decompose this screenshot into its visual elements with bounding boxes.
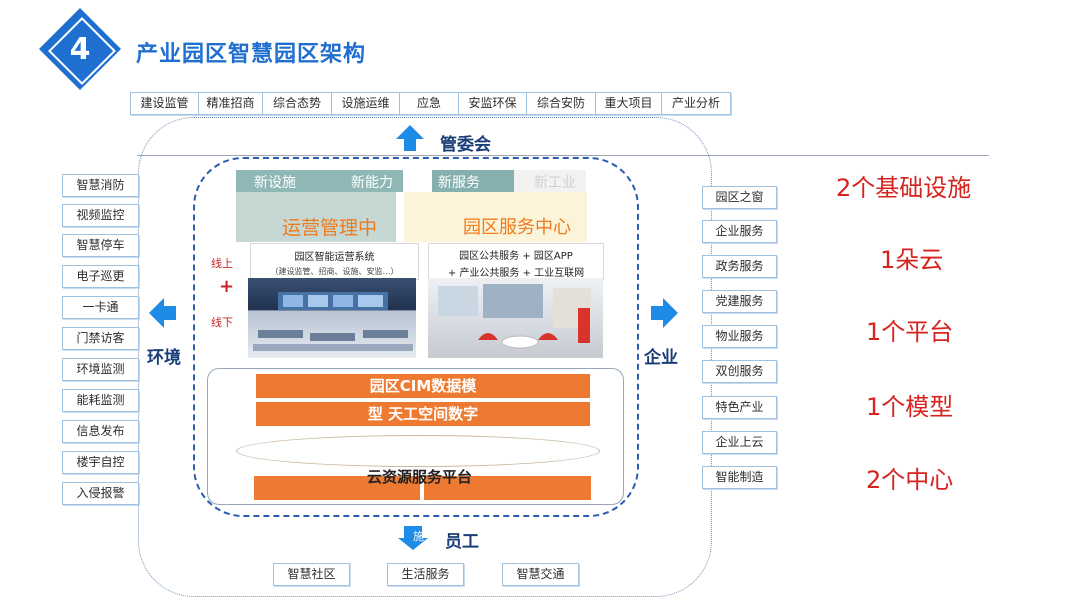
left-tag: 入侵报警	[62, 482, 139, 505]
summary-infrastructure: 2个基础设施	[836, 168, 971, 203]
online-label: 线上	[211, 255, 233, 271]
svc-line-2: + 产业公共服务 + 工业互联网	[429, 264, 603, 279]
left-tag: 智慧消防	[62, 174, 139, 197]
label-environment: 环境	[147, 343, 181, 368]
service-hall-image	[428, 278, 603, 358]
top-tag: 综合态势	[262, 92, 332, 115]
arrow-down-char: 施	[413, 528, 424, 544]
top-tag: 建设监管	[130, 92, 199, 115]
summary-model: 1个模型	[866, 387, 953, 422]
left-tag: 能耗监测	[62, 389, 139, 412]
summary-cloud: 1朵云	[880, 240, 943, 275]
page-title: 产业园区智慧园区架构	[136, 36, 366, 68]
left-tag: 电子巡更	[62, 265, 139, 288]
top-tag: 综合安防	[526, 92, 596, 115]
top-tag: 设施运维	[331, 92, 400, 115]
right-tag: 企业上云	[702, 431, 777, 454]
cim-bar-1: 园区CIM数据模	[256, 374, 590, 398]
label-staff: 员工	[445, 527, 479, 552]
left-tag: 门禁访客	[62, 327, 139, 350]
ops-system-sub: （建设监管、招商、设施、安监…）	[251, 266, 418, 277]
left-tag: 视频监控	[62, 204, 139, 227]
control-room-image	[248, 278, 416, 358]
right-tag: 双创服务	[702, 360, 777, 383]
arrow-left-stem	[164, 306, 176, 320]
right-tag: 政务服务	[702, 255, 777, 278]
section-number: 4	[50, 28, 110, 72]
right-tag: 园区之窗	[702, 186, 777, 209]
ops-system-title: 园区智能运营系统	[251, 248, 418, 263]
left-tag: 信息发布	[62, 420, 139, 443]
right-tag: 企业服务	[702, 220, 777, 243]
left-tag: 楼宇自控	[62, 451, 139, 474]
svc-line-1: 园区公共服务 + 园区APP	[429, 247, 603, 262]
arrow-right-stem	[651, 306, 663, 320]
left-tag: 环境监测	[62, 358, 139, 381]
svc-system-box: 园区公共服务 + 园区APP + 产业公共服务 + 工业互联网	[428, 243, 604, 280]
ops-center-title: 运营管理中	[282, 213, 377, 240]
label-enterprise: 企业	[644, 343, 678, 368]
summary-platform: 1个平台	[866, 312, 953, 347]
cim-bar-2: 型 天工空间数字	[256, 402, 590, 426]
left-tag: 一卡通	[62, 296, 139, 319]
summary-centers: 2个中心	[866, 460, 953, 495]
top-tag: 安监环保	[458, 92, 527, 115]
left-tag: 智慧停车	[62, 234, 139, 257]
arrow-left-icon	[149, 298, 164, 328]
service-hall-illustration	[428, 278, 603, 358]
arrow-up-stem	[404, 139, 416, 151]
top-tag: 精准招商	[198, 92, 263, 115]
svc-center-title: 园区服务中心	[463, 213, 571, 239]
label-management: 管委会	[440, 130, 491, 155]
cloud-platform-label: 云资源服务平台	[367, 466, 472, 487]
right-tag: 物业服务	[702, 325, 777, 348]
ops-system-box: 园区智能运营系统 （建设监管、招商、设施、安监…）	[250, 243, 419, 280]
cloud-shape	[236, 435, 600, 467]
top-service-row: 建设监管 精准招商 综合态势 设施运维 应急 安监环保 综合安防 重大项目 产业…	[130, 92, 730, 115]
right-tag: 智能制造	[702, 466, 777, 489]
arrow-right-icon	[663, 298, 678, 328]
top-tag: 产业分析	[661, 92, 731, 115]
right-tag: 党建服务	[702, 290, 777, 313]
right-tag: 特色产业	[702, 396, 777, 419]
arrow-up-icon	[396, 125, 424, 139]
band-new-facility: 新设施	[254, 172, 296, 192]
band-new-capability: 新能力	[351, 172, 393, 192]
plus-sign: +	[219, 276, 234, 297]
top-tag: 重大项目	[595, 92, 662, 115]
offline-label: 线下	[211, 314, 233, 330]
bottom-tag: 智慧交通	[502, 563, 579, 586]
top-tag: 应急	[399, 92, 459, 115]
control-room-illustration	[248, 278, 416, 358]
band-new-service: 新服务	[438, 172, 480, 192]
bottom-tag: 智慧社区	[273, 563, 350, 586]
bottom-tag: 生活服务	[387, 563, 464, 586]
band-new-industry: 新工业	[534, 172, 576, 192]
